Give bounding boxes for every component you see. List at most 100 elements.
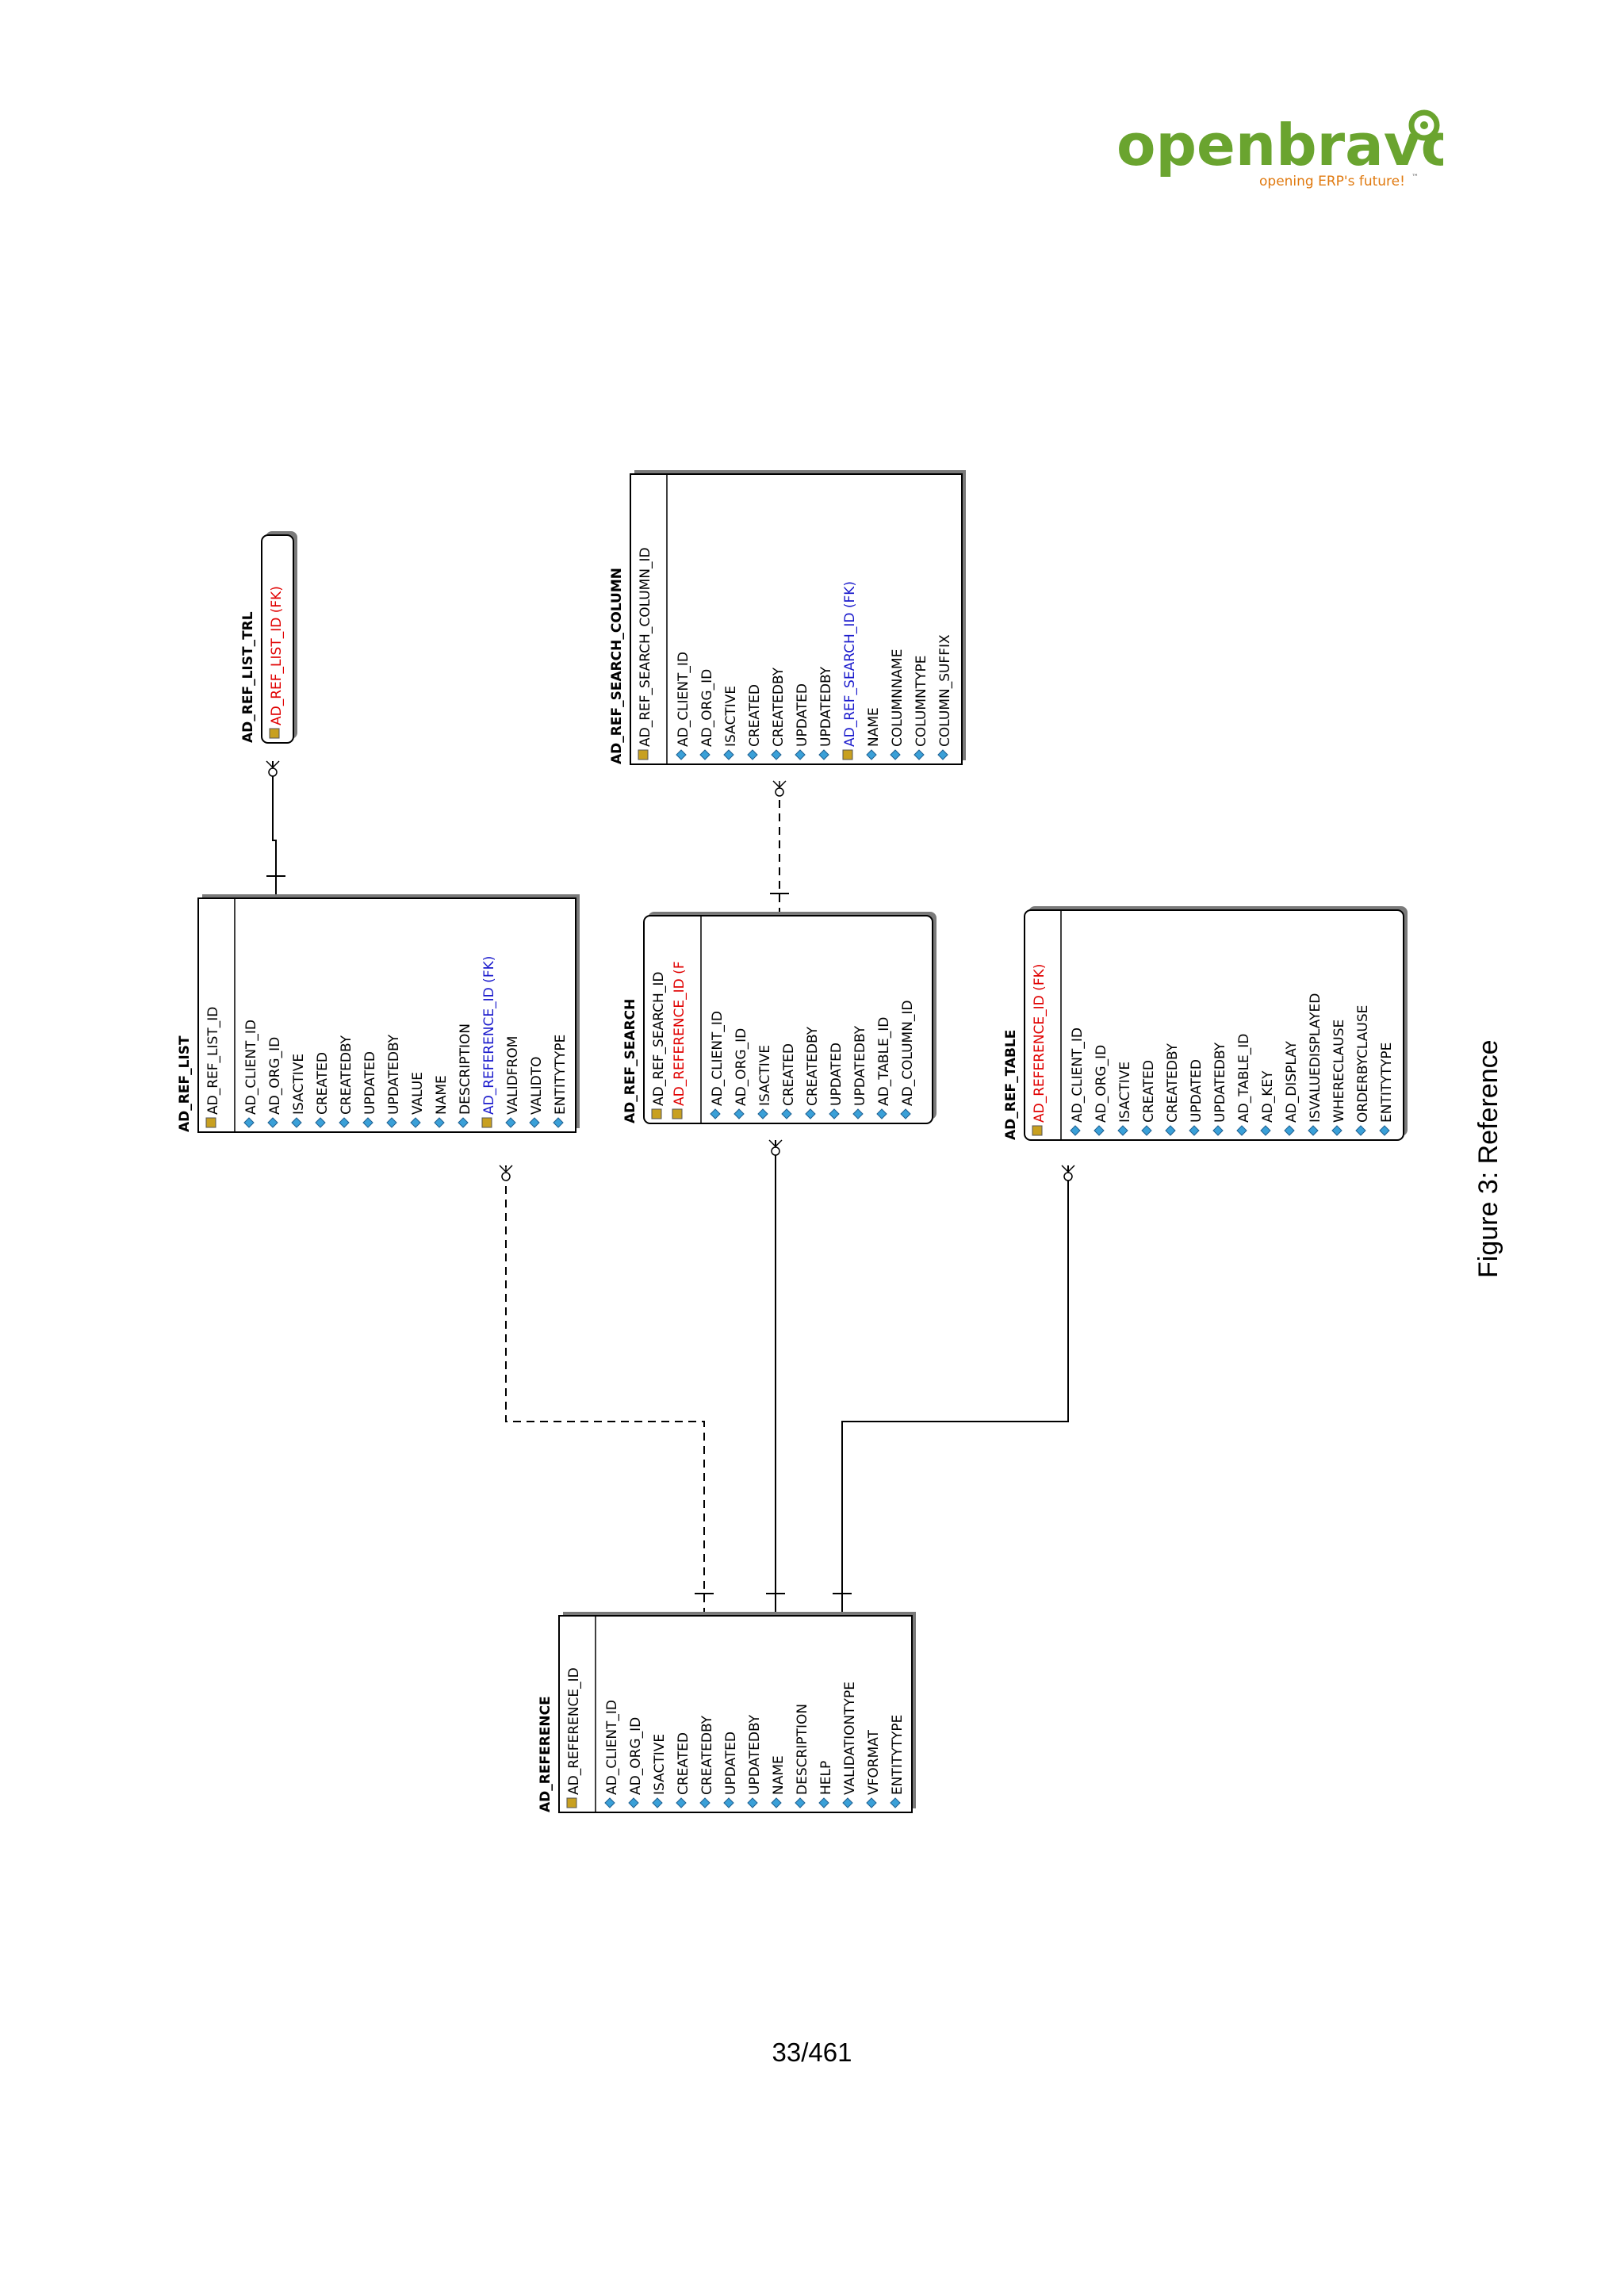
attribute-icon xyxy=(1331,1125,1342,1136)
attribute-icon xyxy=(937,749,948,760)
attribute-icon xyxy=(771,749,782,760)
attribute-icon xyxy=(1070,1125,1081,1136)
column: DESCRIPTION xyxy=(795,1704,810,1795)
column: VALIDFROM xyxy=(505,1036,521,1115)
foreign-key-icon xyxy=(842,749,853,760)
attribute-icon xyxy=(1379,1125,1390,1136)
column: UPDATED xyxy=(795,683,810,747)
key-icon xyxy=(269,728,280,739)
entity-box xyxy=(558,1615,913,1813)
column: ISACTIVE xyxy=(757,1045,773,1106)
logo-trademark: ™ xyxy=(1411,174,1419,182)
entity-ad-ref-list-trl: AD_REF_LIST_TRL AD_REF_LIST_ID (FK) xyxy=(240,531,297,744)
column: ISACTIVE xyxy=(652,1734,668,1795)
column: AD_CLIENT_ID xyxy=(1070,1027,1086,1123)
entity-box xyxy=(630,473,963,765)
column: AD_CLIENT_ID xyxy=(676,652,691,747)
entity-box xyxy=(261,534,294,744)
attribute-icon xyxy=(1189,1125,1200,1136)
column: NAME xyxy=(866,707,882,747)
attribute-icon xyxy=(362,1117,373,1128)
attribute-icon xyxy=(1260,1125,1271,1136)
attribute-icon xyxy=(652,1797,663,1808)
column: UPDATEDBY xyxy=(1212,1042,1228,1123)
entity-title: AD_REF_LIST_TRL xyxy=(240,611,256,743)
attribute-icon xyxy=(553,1117,564,1128)
key-icon xyxy=(205,1117,216,1128)
key-icon xyxy=(638,749,649,760)
relationship-solid xyxy=(272,761,277,898)
attribute-icon xyxy=(315,1117,326,1128)
pk-column: AD_REF_LIST_ID xyxy=(205,1007,221,1115)
attribute-icon xyxy=(914,749,925,760)
entity-title: AD_REF_SEARCH xyxy=(622,999,638,1123)
column: AD_TABLE_ID xyxy=(876,1017,892,1106)
attribute-icon xyxy=(818,749,829,760)
pk-column: AD_REFERENCE_ID (F xyxy=(672,961,688,1106)
entity-title: AD_REFERENCE xyxy=(538,1696,553,1812)
entity-box xyxy=(1024,909,1404,1141)
entity-ad-ref-search-column: AD_REF_SEARCH_COLUMN AD_REF_SEARCH_COLUMN… xyxy=(609,470,966,765)
attribute-icon xyxy=(267,1117,278,1128)
column: AD_CLIENT_ID xyxy=(243,1020,259,1115)
column: ENTITYTYPE xyxy=(890,1715,906,1795)
logo-brand: openbravo xyxy=(1116,112,1443,178)
column: CREATED xyxy=(1141,1060,1157,1123)
entity-box xyxy=(197,897,576,1133)
column: UPDATEDBY xyxy=(818,666,834,747)
key-icon xyxy=(1032,1125,1043,1136)
entity-box xyxy=(643,915,933,1124)
pk-column: AD_REF_SEARCH_COLUMN_ID xyxy=(638,547,653,747)
column: UPDATED xyxy=(362,1051,378,1115)
attribute-icon xyxy=(795,1797,806,1808)
attribute-icon xyxy=(1094,1125,1105,1136)
entity-title: AD_REF_LIST xyxy=(177,1035,193,1132)
attribute-icon xyxy=(747,1797,758,1808)
column: COLUMNTYPE xyxy=(914,656,929,747)
attribute-icon xyxy=(829,1108,840,1119)
attribute-icon xyxy=(458,1117,469,1128)
column: AD_REF_SEARCH_ID (FK) xyxy=(842,581,858,747)
page-number: 33/461 xyxy=(772,2038,852,2067)
attribute-icon xyxy=(876,1108,887,1119)
column: AD_ORG_ID xyxy=(628,1717,644,1795)
relationship-lines xyxy=(266,760,1075,1616)
attribute-icon xyxy=(890,749,901,760)
attribute-icon xyxy=(410,1117,421,1128)
attribute-icon xyxy=(434,1117,445,1128)
entity-ad-ref-list: AD_REF_LIST AD_REF_LIST_ID AD_CLIENT_ID AD_… xyxy=(177,894,580,1133)
key-icon xyxy=(651,1108,662,1119)
pk-column: AD_REF_LIST_ID (FK) xyxy=(269,586,285,725)
column: AD_ORG_ID xyxy=(267,1037,283,1115)
column: AD_DISPLAY xyxy=(1284,1040,1300,1123)
column: CREATEDBY xyxy=(805,1026,821,1106)
entity-title: AD_REF_SEARCH_COLUMN xyxy=(609,568,625,764)
column: ORDERBYCLAUSE xyxy=(1355,1005,1371,1123)
column: VALIDTO xyxy=(529,1056,545,1115)
column: ISACTIVE xyxy=(723,686,739,747)
attribute-icon xyxy=(676,1797,687,1808)
column: ENTITYTYPE xyxy=(553,1035,569,1115)
attribute-icon xyxy=(723,749,734,760)
column: AD_CLIENT_ID xyxy=(710,1011,726,1106)
logo-swirl-icon xyxy=(1408,109,1440,141)
column: UPDATED xyxy=(829,1043,845,1106)
column: AD_ORG_ID xyxy=(699,669,715,747)
column: AD_TABLE_ID xyxy=(1236,1034,1252,1123)
column: CREATED xyxy=(747,684,763,747)
attribute-icon xyxy=(699,1797,710,1808)
attribute-icon xyxy=(676,749,687,760)
relationship-solid xyxy=(841,1165,1069,1616)
attribute-icon xyxy=(842,1797,853,1808)
pk-column: AD_REFERENCE_ID xyxy=(566,1667,582,1795)
attribute-icon xyxy=(1212,1125,1224,1136)
openbravo-logo: openbravo opening ERP's future! ™ xyxy=(1116,109,1443,189)
column: UPDATEDBY xyxy=(747,1714,763,1795)
attribute-icon xyxy=(243,1117,255,1128)
attribute-icon xyxy=(757,1108,768,1119)
column: AD_REFERENCE_ID (FK) xyxy=(481,956,497,1115)
attribute-icon xyxy=(339,1117,350,1128)
column: VALIDATIONTYPE xyxy=(842,1682,858,1795)
